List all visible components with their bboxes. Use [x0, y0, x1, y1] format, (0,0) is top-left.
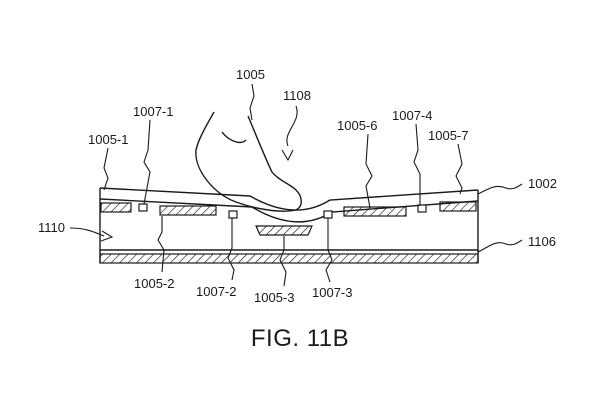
leader-lines [69, 83, 523, 287]
label-1005-6: 1005-6 [337, 118, 377, 133]
reference-labels: 1005 1108 1007-1 1005-1 1005-6 1007-4 10… [38, 67, 557, 305]
label-1110: 1110 [38, 220, 65, 235]
electrode-1005-1 [100, 202, 132, 213]
label-1005-2: 1005-2 [134, 276, 174, 291]
spacer-1007-4 [417, 204, 427, 213]
label-1005-7: 1005-7 [428, 128, 468, 143]
spacer-1007-3-top [323, 210, 333, 219]
label-1005-3: 1005-3 [254, 290, 294, 305]
label-1007-1: 1007-1 [133, 104, 173, 119]
label-1106: 1106 [528, 234, 556, 249]
label-1005: 1005 [236, 67, 265, 82]
label-1007-4: 1007-4 [392, 108, 432, 123]
label-1005-1: 1005-1 [88, 132, 128, 147]
electrode-1005-7 [439, 201, 477, 212]
finger [195, 111, 302, 212]
electrode-1005-3 [255, 225, 313, 236]
electrode-1005-left-mid [159, 205, 217, 216]
spacer-1007-2-top [228, 210, 238, 219]
electrode-1005-6 [343, 206, 407, 217]
label-1002: 1002 [528, 176, 557, 191]
figure-caption: FIG. 11B [251, 325, 349, 352]
cavity-region [99, 199, 479, 263]
substrate-layer [99, 249, 479, 264]
label-1007-3: 1007-3 [312, 285, 352, 300]
spacer-1007-1 [138, 203, 148, 212]
label-1108: 1108 [283, 88, 311, 103]
label-1007-2: 1007-2 [196, 284, 236, 299]
